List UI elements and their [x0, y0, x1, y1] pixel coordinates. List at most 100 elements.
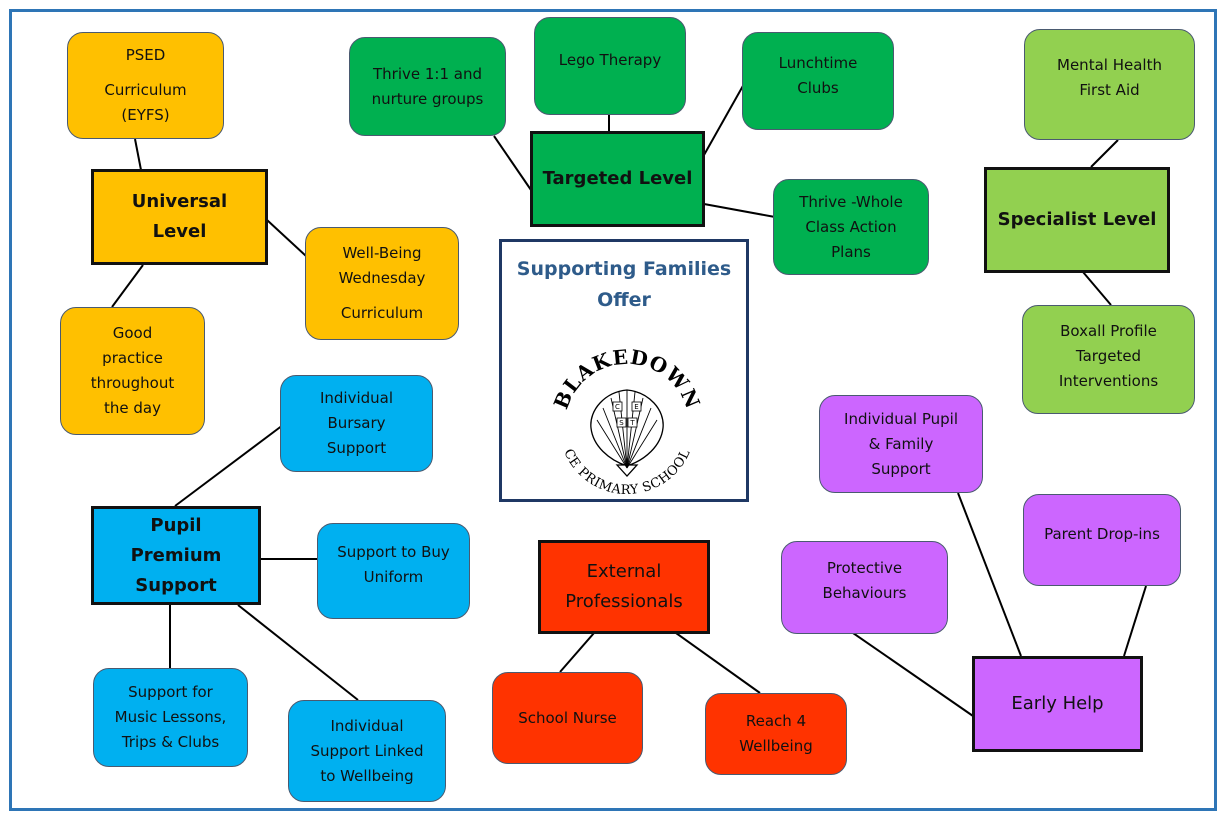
individual-support-line-1: Individual — [330, 716, 404, 735]
uniform-line-1: Support to Buy — [337, 543, 450, 561]
uniform-line-2: Uniform — [363, 568, 424, 586]
thrive-class-plans-box: Thrive -Whole Class Action Plans — [773, 179, 929, 275]
music-line-2: Music Lessons, — [114, 708, 227, 726]
connector-external-reach — [675, 632, 761, 694]
external-line-1: External — [586, 561, 662, 582]
music-lessons-box: Support for Music Lessons, Trips & Clubs — [93, 668, 248, 767]
individual-bursary-box: Individual Bursary Support — [280, 375, 433, 472]
external-line-2: Professionals — [565, 591, 683, 612]
targeted-level-label: Targeted Level — [542, 168, 693, 189]
scallop-shell-logo-icon: BLAKEDOWN CE PRIMARY SCHOOL C E S — [549, 345, 705, 494]
school-nurse-label: School Nurse — [518, 708, 617, 727]
connector-targeted-lunchtime — [703, 83, 745, 156]
good-practice-box: Good practice throughout the day — [60, 307, 205, 435]
individual-pupil-family-box: Individual Pupil & Family Support — [819, 395, 983, 493]
thrive-class-line-2: Class Action — [805, 217, 897, 236]
thrive-nurture-box: Thrive 1:1 and nurture groups — [349, 37, 506, 136]
psed-line-2: Curriculum — [104, 81, 187, 99]
boxall-line-1: Boxall Profile — [1060, 322, 1157, 340]
mhfa-line-1: Mental Health — [1057, 56, 1162, 74]
school-nurse-box: School Nurse — [492, 672, 643, 764]
good-practice-line-2: practice — [102, 349, 163, 367]
shell-letter-s: S — [619, 419, 624, 427]
mental-health-first-aid-box: Mental Health First Aid — [1024, 29, 1195, 140]
good-practice-line-3: throughout — [90, 374, 175, 392]
reach-line-2: Wellbeing — [739, 737, 813, 755]
wellbeing-line-3: Curriculum — [340, 304, 424, 322]
connector-universal-psed — [134, 138, 142, 171]
pupil-premium-line-2: Support — [135, 574, 217, 596]
connector-targeted-thrive-class — [703, 203, 776, 218]
individual-pupil-line-2: & Family — [868, 434, 934, 453]
center-title-line-1: Supporting Families — [516, 258, 732, 280]
pupil-premium-hub: Pupil Premium Support — [91, 506, 261, 605]
wellbeing-line-2: Wednesday — [338, 269, 426, 287]
boxall-profile-box: Boxall Profile Targeted Interventions — [1022, 305, 1195, 414]
parent-drop-ins-box: Parent Drop-ins — [1023, 494, 1181, 586]
diagram-frame — [9, 9, 1217, 811]
parent-drop-ins-label: Parent Drop-ins — [1044, 525, 1160, 543]
protective-behaviours-box: Protective Behaviours — [781, 541, 948, 634]
mhfa-line-2: First Aid — [1079, 81, 1140, 99]
center-title: Supporting Families Offer — [502, 254, 746, 316]
external-professionals-hub: External Professionals — [538, 540, 710, 634]
connector-earlyhelp-protective — [852, 632, 974, 717]
connector-universal-wellbeing — [266, 219, 307, 257]
universal-level-hub: Universal Level — [91, 169, 268, 265]
protective-line-1: Protective — [826, 559, 903, 577]
psed-line-3: (EYFS) — [121, 106, 170, 124]
lunchtime-line-2: Clubs — [797, 79, 839, 97]
connector-pupil-individual — [237, 604, 359, 701]
pupil-premium-line-1: Pupil Premium — [130, 514, 222, 566]
shell-letter-t: T — [629, 419, 635, 427]
reach-4-wellbeing-box: Reach 4 Wellbeing — [705, 693, 847, 775]
connector-earlyhelp-dropins — [1123, 585, 1147, 657]
specialist-level-hub: Specialist Level — [984, 167, 1170, 273]
lego-therapy-box: Lego Therapy — [534, 17, 686, 115]
individual-pupil-line-1: Individual Pupil — [844, 409, 958, 428]
shell-letter-e: E — [634, 403, 638, 411]
boxall-line-3: Interventions — [1058, 372, 1159, 390]
music-line-1: Support for — [128, 683, 213, 701]
individual-wellbeing-support-box: Individual Support Linked to Wellbeing — [288, 700, 446, 802]
connector-pupil-bursary — [174, 424, 284, 507]
bursary-line-1: Individual — [319, 389, 394, 407]
targeted-level-hub: Targeted Level — [530, 131, 705, 227]
bursary-line-3: Support — [326, 439, 387, 457]
good-practice-line-4: the day — [104, 399, 161, 417]
thrive-class-line-1: Thrive -Whole — [799, 192, 903, 211]
connector-specialist-mhfa — [1090, 139, 1119, 168]
wellbeing-line-1: Well-Being — [342, 244, 422, 262]
good-practice-line-1: Good — [112, 324, 153, 342]
protective-line-2: Behaviours — [822, 584, 907, 602]
thrive-groups-line-1: Thrive 1:1 and — [372, 64, 482, 83]
connector-universal-good-practice — [111, 264, 144, 308]
individual-support-line-2: Support Linked — [310, 741, 424, 760]
lunchtime-line-1: Lunchtime — [778, 54, 858, 72]
connector-earlyhelp-individual — [957, 492, 1022, 657]
specialist-level-label: Specialist Level — [997, 209, 1157, 230]
lego-therapy-label: Lego Therapy — [558, 51, 662, 69]
center-title-line-2: Offer — [597, 289, 651, 311]
early-help-label: Early Help — [1011, 693, 1104, 714]
shell-letter-c: C — [615, 403, 620, 411]
thrive-class-line-3: Plans — [831, 242, 871, 261]
support-to-buy-uniform-box: Support to Buy Uniform — [317, 523, 470, 619]
individual-support-line-3: to Wellbeing — [320, 766, 414, 785]
universal-level-label: Universal Level — [131, 191, 228, 242]
early-help-hub: Early Help — [972, 656, 1143, 752]
connector-external-nurse — [559, 632, 595, 673]
connector-targeted-thrive-groups — [493, 135, 532, 191]
boxall-line-2: Targeted — [1075, 347, 1142, 365]
connector-specialist-boxall — [1082, 271, 1112, 306]
psed-curriculum-box: PSED Curriculum (EYFS) — [67, 32, 224, 139]
lunchtime-clubs-box: Lunchtime Clubs — [742, 32, 894, 130]
supporting-families-offer-panel: Supporting Families Offer BLAKEDOWN CE P… — [499, 239, 749, 502]
music-line-3: Trips & Clubs — [121, 733, 220, 751]
reach-line-1: Reach 4 — [745, 712, 807, 730]
psed-line-1: PSED — [125, 46, 166, 64]
bursary-line-2: Bursary — [327, 414, 386, 432]
thrive-groups-line-2: nurture groups — [371, 89, 484, 108]
wellbeing-wednesday-box: Well-Being Wednesday Curriculum — [305, 227, 459, 340]
